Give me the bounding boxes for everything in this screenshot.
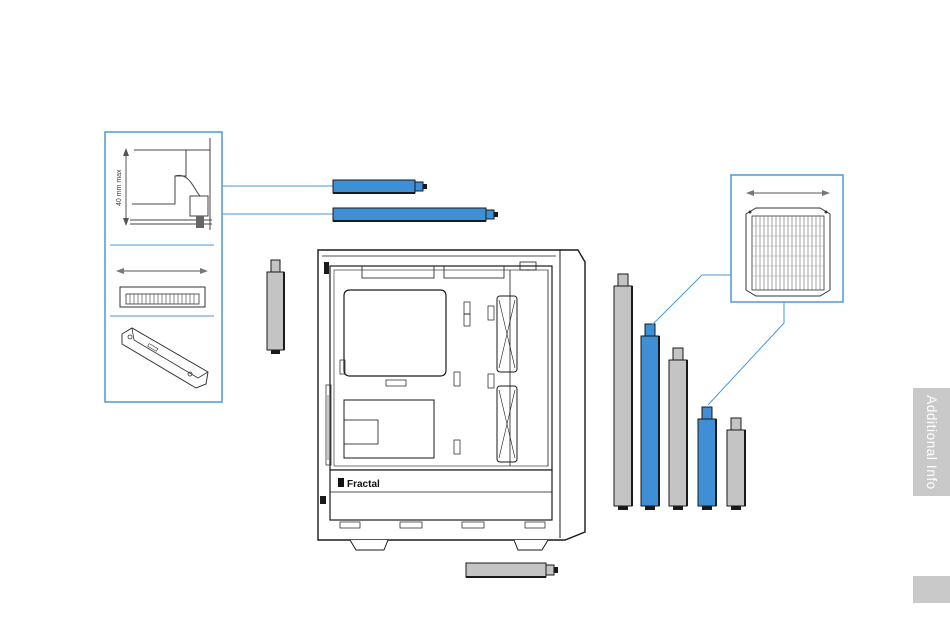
- right-callout-box: [731, 175, 843, 302]
- side-tab-label: Additional Info: [924, 395, 939, 490]
- blue-bracket-short: [333, 180, 427, 193]
- page-number-box: [913, 576, 950, 603]
- gray-bracket-tall: [614, 274, 632, 510]
- pc-case-chassis: [318, 250, 585, 550]
- gray-bracket-bottom: [466, 563, 558, 577]
- brand-logo-text: Fractal: [347, 479, 380, 490]
- clearance-label: 40 mm max: [116, 169, 123, 206]
- leader-line-right-top: [652, 275, 731, 325]
- gray-bracket-short: [727, 418, 745, 510]
- side-tab: Additional Info: [913, 388, 950, 496]
- gray-bracket-left: [267, 260, 284, 354]
- blue-bracket-tall: [641, 324, 659, 510]
- gray-bracket-medium: [669, 348, 687, 510]
- leader-line-right-bottom: [708, 302, 784, 405]
- blue-bracket-long: [333, 208, 498, 221]
- blue-bracket-short-vertical: [698, 407, 716, 510]
- left-callout-box: 40 mm max: [105, 132, 222, 402]
